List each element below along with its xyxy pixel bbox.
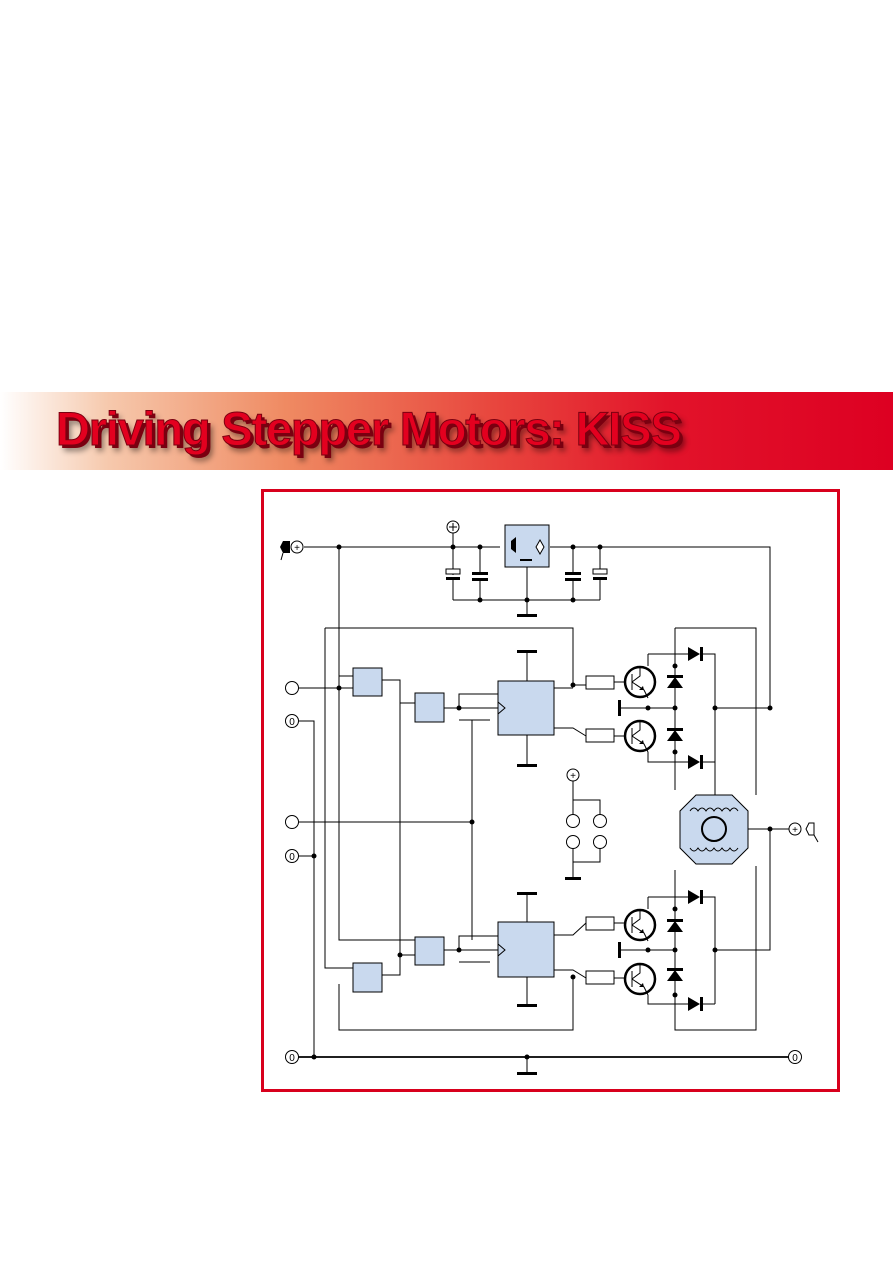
terminal-plus-label-1: + xyxy=(294,543,300,554)
transistor-4 xyxy=(623,962,657,996)
motor-supply-terminal: + xyxy=(748,822,819,843)
transistor-3 xyxy=(623,908,657,942)
ground-rail: 0 0 xyxy=(285,1050,802,1075)
terminal-zero-label-2: 0 xyxy=(289,852,295,863)
base-resistors xyxy=(573,675,627,985)
regulator-capacitors xyxy=(445,547,608,617)
terminal-plus-label-3: + xyxy=(570,771,576,782)
power-input-terminal: + xyxy=(280,540,304,561)
darlington-transistors xyxy=(618,665,675,996)
flip-flop-upper xyxy=(497,650,587,767)
terminal-zero-label-4: 0 xyxy=(792,1053,798,1064)
transistor-2 xyxy=(623,719,657,753)
logic-wiring xyxy=(324,547,574,1031)
logic-gate-upper-a xyxy=(352,667,383,697)
schematic-frame xyxy=(261,489,840,1092)
flyback-diodes xyxy=(647,627,773,1031)
transistor-1 xyxy=(623,665,657,699)
voltage-regulator xyxy=(504,524,550,568)
article-title: Driving Stepper Motors: KISS xyxy=(55,402,682,456)
terminal-zero-label-1: 0 xyxy=(289,717,295,728)
input-terminals: 0 0 xyxy=(285,681,475,1056)
stepper-motor xyxy=(679,794,749,865)
jumper-block: + xyxy=(565,768,607,880)
terminal-plus-label-2: + xyxy=(792,825,798,836)
title-banner xyxy=(0,392,893,470)
vcc-plus-symbol xyxy=(446,520,460,575)
terminal-zero-label-3: 0 xyxy=(289,1053,295,1064)
flip-flop-lower xyxy=(497,892,587,1007)
logic-gate-upper-b xyxy=(414,692,445,723)
logic-gate-lower-a xyxy=(352,962,383,993)
logic-gate-lower-b xyxy=(414,936,445,966)
